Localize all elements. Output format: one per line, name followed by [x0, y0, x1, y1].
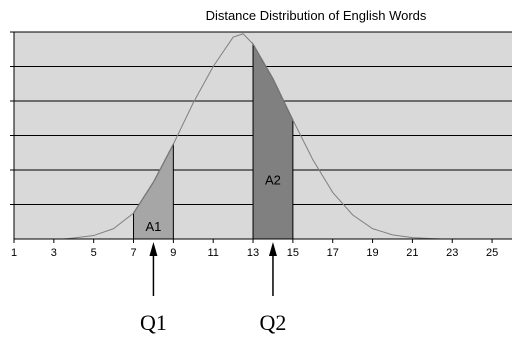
marker-arrow-head-q1 — [149, 242, 158, 256]
x-tick-label-19: 19 — [366, 247, 378, 259]
region-label-a1: A1 — [145, 219, 161, 234]
x-tick-label-1: 1 — [11, 247, 17, 259]
distribution-curve — [63, 33, 443, 240]
axes — [10, 31, 512, 240]
x-tick-label-23: 23 — [446, 247, 458, 259]
x-tick-label-3: 3 — [51, 247, 57, 259]
x-tick-label-17: 17 — [327, 247, 339, 259]
markers: Q1 Q2 — [140, 242, 286, 335]
chart-title: Distance Distribution of English Words — [206, 8, 427, 23]
x-tick-label-5: 5 — [91, 247, 97, 259]
marker-label-q2: Q2 — [260, 310, 287, 335]
x-tick-label-7: 7 — [130, 247, 136, 259]
marker-label-q1: Q1 — [140, 310, 167, 335]
x-tick-label-11: 11 — [207, 247, 218, 259]
x-tick-label-15: 15 — [287, 247, 299, 259]
x-tick-label-9: 9 — [170, 247, 176, 259]
marker-arrow-head-q2 — [268, 242, 277, 256]
region-label-a2: A2 — [265, 172, 281, 187]
x-tick-label-13: 13 — [247, 247, 259, 259]
x-tick-label-25: 25 — [486, 247, 498, 259]
x-tick-label-21: 21 — [406, 247, 418, 259]
